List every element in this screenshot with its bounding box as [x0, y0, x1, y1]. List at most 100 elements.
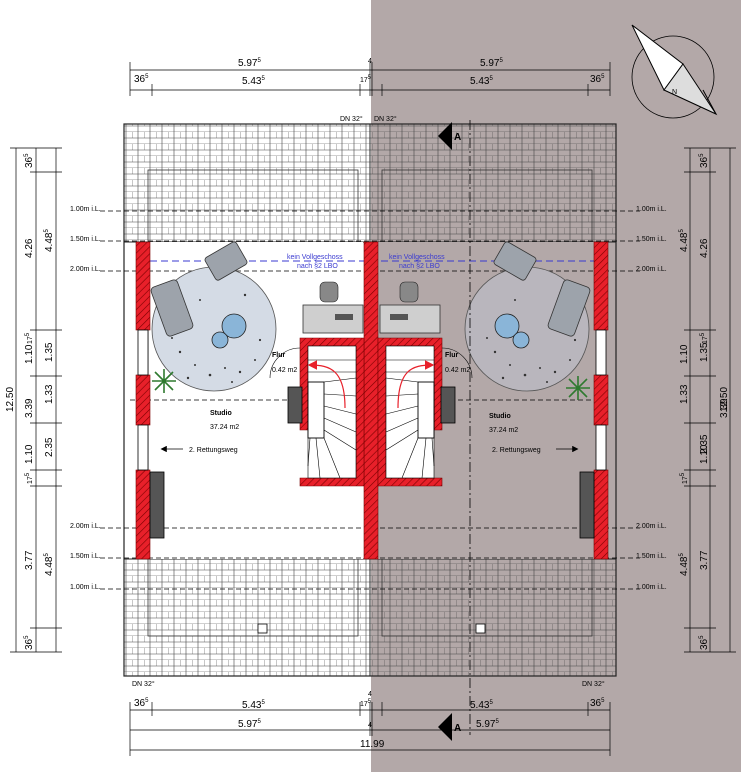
escape-label-left: 2. Rettungsweg [189, 447, 238, 454]
svg-text:3.39: 3.39 [24, 398, 35, 418]
flur-arc-left [269, 347, 301, 379]
lbo-note-left-1: kein Vollgeschoss [287, 254, 343, 261]
lbo-note-left-2: nach §2 LBO [297, 263, 338, 270]
svg-text:3.77: 3.77 [24, 550, 35, 570]
svg-text:365: 365 [134, 698, 149, 709]
svg-text:3.39: 3.39 [719, 398, 730, 418]
svg-text:365: 365 [699, 153, 710, 168]
svg-text:4: 4 [368, 58, 372, 65]
svg-text:175: 175 [680, 472, 689, 484]
wall-left-mid [135, 374, 151, 426]
svg-text:175: 175 [360, 75, 372, 84]
svg-text:365: 365 [590, 74, 605, 85]
svg-text:5.435: 5.435 [242, 76, 265, 87]
flur-label-right: Flur [445, 352, 458, 359]
svg-text:1.00m i.L.: 1.00m i.L. [636, 206, 667, 213]
svg-text:1.35: 1.35 [44, 342, 55, 362]
section-marker-bottom: A [438, 713, 461, 741]
svg-text:1.10: 1.10 [679, 344, 690, 364]
lbo-note-right-2: nach §2 LBO [399, 263, 440, 270]
svg-text:5.435: 5.435 [470, 76, 493, 87]
svg-text:4.485: 4.485 [679, 553, 690, 576]
svg-text:A: A [454, 132, 461, 143]
svg-text:1.33: 1.33 [44, 384, 55, 404]
flur-area-right: 0.42 m2 [445, 367, 470, 374]
roof-pitch-top-left: DN 32° [340, 115, 363, 123]
cabinet-left [149, 471, 165, 539]
dims-right-text: 12.50 365 4.26 4.485 175 1.10 1.35 3.39 … [679, 153, 730, 650]
desk-right [379, 281, 441, 334]
dims-top [129, 62, 611, 96]
svg-text:1.50m i.L.: 1.50m i.L. [636, 236, 667, 243]
flur-label-left: Flur [272, 352, 285, 359]
svg-text:4.485: 4.485 [44, 553, 55, 576]
roof-hatch-right [475, 623, 486, 634]
svg-text:175: 175 [700, 332, 709, 344]
svg-text:12.50: 12.50 [5, 387, 16, 412]
svg-text:2.00m i.L.: 2.00m i.L. [70, 266, 101, 273]
svg-text:365: 365 [24, 635, 35, 650]
wall-left-upper [135, 241, 151, 331]
svg-text:1.00m i.L.: 1.00m i.L. [70, 206, 101, 213]
svg-text:365: 365 [590, 698, 605, 709]
studio-area-left: 37.24 m2 [210, 424, 239, 431]
dims-left-text: 12.50 365 4.26 4.485 175 1.10 1.35 3.39 … [5, 153, 55, 650]
studio-label-left: Studio [210, 410, 232, 417]
svg-text:1.10: 1.10 [699, 444, 710, 464]
party-wall [363, 241, 379, 560]
svg-text:1.33: 1.33 [679, 384, 690, 404]
svg-text:365: 365 [24, 153, 35, 168]
stairs-left [307, 345, 357, 479]
svg-text:1.00m i.L.: 1.00m i.L. [636, 584, 667, 591]
flur-area-left: 0.42 m2 [272, 367, 297, 374]
height-labels-left: 1.00m i.L. 1.50m i.L. 2.00m i.L. 2.00m i… [70, 206, 101, 591]
svg-text:1.35: 1.35 [699, 342, 710, 362]
cabinet-right [579, 471, 595, 539]
walls [135, 241, 609, 560]
dims-top-text: 5.975 5.975 4 365 5.435 175 5.435 365 [134, 58, 605, 87]
svg-text:4: 4 [368, 691, 372, 698]
svg-text:2.00m i.L.: 2.00m i.L. [636, 523, 667, 530]
svg-text:1.50m i.L.: 1.50m i.L. [636, 553, 667, 560]
svg-text:11.99: 11.99 [360, 739, 385, 750]
svg-text:1.00m i.L.: 1.00m i.L. [70, 584, 101, 591]
wall-left-lower [135, 469, 151, 560]
north-arrow-icon: N [631, 24, 718, 119]
wall-right-lower [593, 469, 609, 560]
wall-right-upper [593, 241, 609, 331]
svg-text:5.975: 5.975 [238, 719, 261, 730]
svg-text:N: N [672, 89, 677, 96]
dims-left [10, 147, 62, 653]
svg-text:4.485: 4.485 [44, 229, 55, 252]
roof-hatch-left [257, 623, 268, 634]
svg-text:A: A [454, 723, 461, 734]
svg-text:1.10: 1.10 [24, 444, 35, 464]
lbo-note-right-1: kein Vollgeschoss [389, 254, 445, 261]
studio-label-right: Studio [489, 413, 511, 420]
svg-text:175: 175 [25, 332, 34, 344]
height-labels-right: 1.00m i.L. 1.50m i.L. 2.00m i.L. 2.00m i… [636, 206, 667, 591]
roof-pitch-top-right: DN 32° [374, 115, 397, 123]
svg-text:5.435: 5.435 [470, 700, 493, 711]
svg-text:2.00m i.L.: 2.00m i.L. [636, 266, 667, 273]
stairs-right [385, 345, 435, 479]
window-left [137, 329, 149, 376]
shaft-right [440, 386, 456, 424]
roof-pitch-bottom-left: DN 32° [132, 680, 155, 688]
svg-text:5.975: 5.975 [476, 719, 499, 730]
svg-text:5.975: 5.975 [480, 58, 503, 69]
escape-label-right: 2. Rettungsweg [492, 447, 541, 454]
plant-left [152, 369, 176, 393]
svg-text:4.26: 4.26 [699, 238, 710, 258]
wall-right-mid [593, 374, 609, 426]
svg-text:175: 175 [360, 699, 372, 708]
studio-area-right: 37.24 m2 [489, 427, 518, 434]
svg-text:2.35: 2.35 [44, 437, 55, 457]
svg-text:1.50m i.L.: 1.50m i.L. [70, 236, 101, 243]
svg-text:2.00m i.L.: 2.00m i.L. [70, 523, 101, 530]
lounge-left [150, 241, 277, 392]
svg-text:4.485: 4.485 [679, 229, 690, 252]
window-right [595, 329, 607, 376]
dims-right [684, 147, 736, 653]
